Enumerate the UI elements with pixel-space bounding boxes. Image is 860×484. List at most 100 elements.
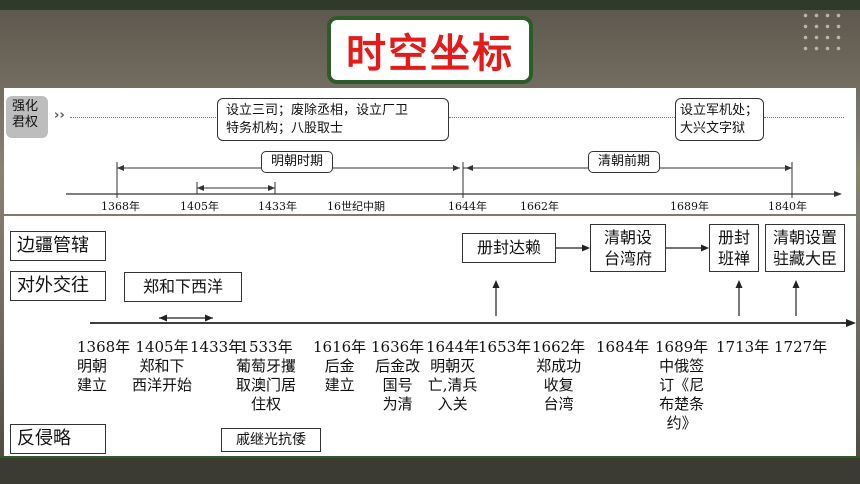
left-tag-line1: 强化: [12, 99, 39, 114]
top-tick-1662: 1662年: [520, 200, 559, 213]
event-1644-line1: 明朝灭: [430, 357, 476, 375]
event-1636-line1: 后金改: [375, 357, 421, 375]
box-zangchen: 清朝设置 驻藏大臣: [765, 224, 845, 272]
bottom-timeline-svg: [90, 244, 856, 327]
year-1713: 1713年: [716, 338, 770, 356]
box-dalai: 册封达赖: [462, 233, 556, 263]
box-zangchen-line1: 清朝设置: [772, 228, 837, 247]
year-1533: 1533年: [239, 338, 293, 356]
event-1689-line1: 中俄签: [659, 357, 705, 375]
page-title: 时空坐标: [346, 31, 514, 77]
year-1368: 1368年: [77, 338, 131, 356]
event-1727: 1727年: [774, 338, 827, 357]
category-invasion: 反侵略: [10, 424, 106, 454]
event-1662: 1662年 郑成功 收复 台湾: [532, 338, 585, 414]
top-tick-16c: 16世纪中期: [327, 200, 385, 213]
event-1644-line3: 入关: [437, 395, 468, 413]
top-panel: 强化 君权 ›› 设立三司；废除丞相，设立厂卫 特务机构；八股取士 设立军机处；…: [4, 88, 856, 214]
top-timeline-svg: [66, 162, 842, 198]
top-tick-1368: 1368年: [101, 200, 140, 213]
box-taiwan-line1: 清朝设: [603, 228, 652, 247]
event-1533: 1533年 葡萄牙攫 取澳门居 住权: [236, 338, 296, 414]
zhenghe-voyage-left: [159, 314, 167, 322]
event-1636-line3: 为清: [382, 395, 413, 413]
bottom-panel: 边疆管辖 对外交往 反侵略 册封达赖 清朝设 台湾府 册封 班禅 清朝设置 驻藏…: [4, 216, 856, 456]
event-1689-line2: 订《尼: [659, 376, 705, 394]
ming-arrow-left: [117, 165, 124, 171]
title-box: 时空坐标: [327, 16, 533, 84]
arrow-dalai-taiwan-head: [582, 244, 590, 252]
qing-measures-box: 设立军机处； 大兴文字狱: [675, 98, 764, 141]
qing-arrow-left: [466, 165, 473, 171]
box-banchan-line2: 班禅: [717, 249, 750, 268]
year-1653: 1653年: [478, 338, 532, 356]
year-1662: 1662年: [532, 338, 586, 356]
event-1368-line2: 建立: [77, 376, 108, 394]
event-1662-line1: 郑成功: [536, 357, 582, 375]
year-1727: 1727年: [774, 338, 828, 356]
event-1368-line1: 明朝: [77, 357, 108, 375]
arrow-up-1653-head: [492, 280, 500, 288]
event-1644-line2: 亡,清兵: [427, 376, 478, 394]
event-1616: 1616年 后金 建立: [313, 338, 366, 395]
box-taiwan: 清朝设 台湾府: [590, 224, 666, 272]
top-tick-1840: 1840年: [768, 200, 807, 213]
qing-measures-line1: 设立军机处；: [680, 103, 759, 118]
box-zangchen-line2: 驻藏大臣: [772, 249, 837, 268]
event-1653: 1653年: [478, 338, 531, 357]
event-1533-line2: 取澳门居: [236, 376, 297, 394]
event-1616-line2: 建立: [324, 376, 355, 394]
zhenghe-arrow-left: [197, 185, 204, 191]
event-1433: 1433年: [190, 338, 243, 357]
bottom-axis-arrow: [846, 319, 856, 327]
decorative-dots: [800, 10, 846, 56]
top-dark-band: [0, 0, 860, 10]
ming-measures-line1: 设立三司；废除丞相，设立厂卫: [226, 103, 409, 118]
year-1636: 1636年: [371, 338, 425, 356]
period-qing: 清朝前期: [588, 151, 660, 173]
event-1689-line4: 约》: [666, 414, 697, 432]
event-1405-line2: 西洋开始: [132, 376, 193, 394]
box-banchan: 册封 班禅: [709, 224, 759, 272]
period-ming: 明朝时期: [261, 151, 333, 173]
ming-measures-line2: 特务机构；八股取士: [226, 121, 344, 136]
top-tick-1689: 1689年: [670, 200, 709, 213]
bottom-dark-band: [0, 458, 860, 484]
event-1405-line1: 郑和下: [139, 357, 185, 375]
event-1689: 1689年 中俄签 订《尼 布楚条 约》: [655, 338, 708, 433]
top-axis-arrow: [834, 191, 842, 197]
qing-measures-line2: 大兴文字狱: [680, 121, 746, 136]
event-1662-line2: 收复: [543, 376, 574, 394]
box-taiwan-line2: 台湾府: [603, 249, 652, 268]
box-banchan-line1: 册封: [717, 228, 750, 247]
event-1684: 1684年: [596, 338, 649, 357]
qing-arrow-right: [785, 165, 792, 171]
event-1636-line2: 国号: [382, 376, 413, 394]
year-1684: 1684年: [596, 338, 650, 356]
chevron-right-icon: ››: [54, 108, 65, 123]
top-tick-1433: 1433年: [258, 200, 297, 213]
year-1405: 1405年: [135, 338, 189, 356]
ming-measures-box: 设立三司；废除丞相，设立厂卫 特务机构；八股取士: [217, 98, 449, 141]
left-tag: 强化 君权: [6, 96, 48, 138]
top-tick-1405: 1405年: [180, 200, 219, 213]
year-1616: 1616年: [313, 338, 367, 356]
ming-arrow-right: [453, 165, 460, 171]
category-border: 边疆管辖: [10, 231, 106, 261]
box-qijiguang: 戚继光抗倭: [221, 428, 321, 452]
event-1616-line1: 后金: [324, 357, 355, 375]
event-1662-line3: 台湾: [543, 395, 574, 413]
event-1644: 1644年 明朝灭 亡,清兵 入关: [426, 338, 479, 414]
event-1689-line3: 布楚条: [659, 395, 705, 413]
arrow-up-1727-head: [792, 280, 800, 288]
year-1689: 1689年: [655, 338, 709, 356]
event-1533-line3: 住权: [251, 395, 282, 413]
event-1713: 1713年: [716, 338, 769, 357]
left-tag-line2: 君权: [12, 115, 39, 130]
zhenghe-voyage-right: [205, 314, 213, 322]
zhenghe-arrow-right: [268, 185, 275, 191]
event-1368: 1368年 明朝 建立: [77, 338, 130, 395]
box-zhenghe: 郑和下西洋: [124, 272, 242, 302]
dotted-line-1: [70, 117, 216, 118]
year-1644: 1644年: [426, 338, 480, 356]
